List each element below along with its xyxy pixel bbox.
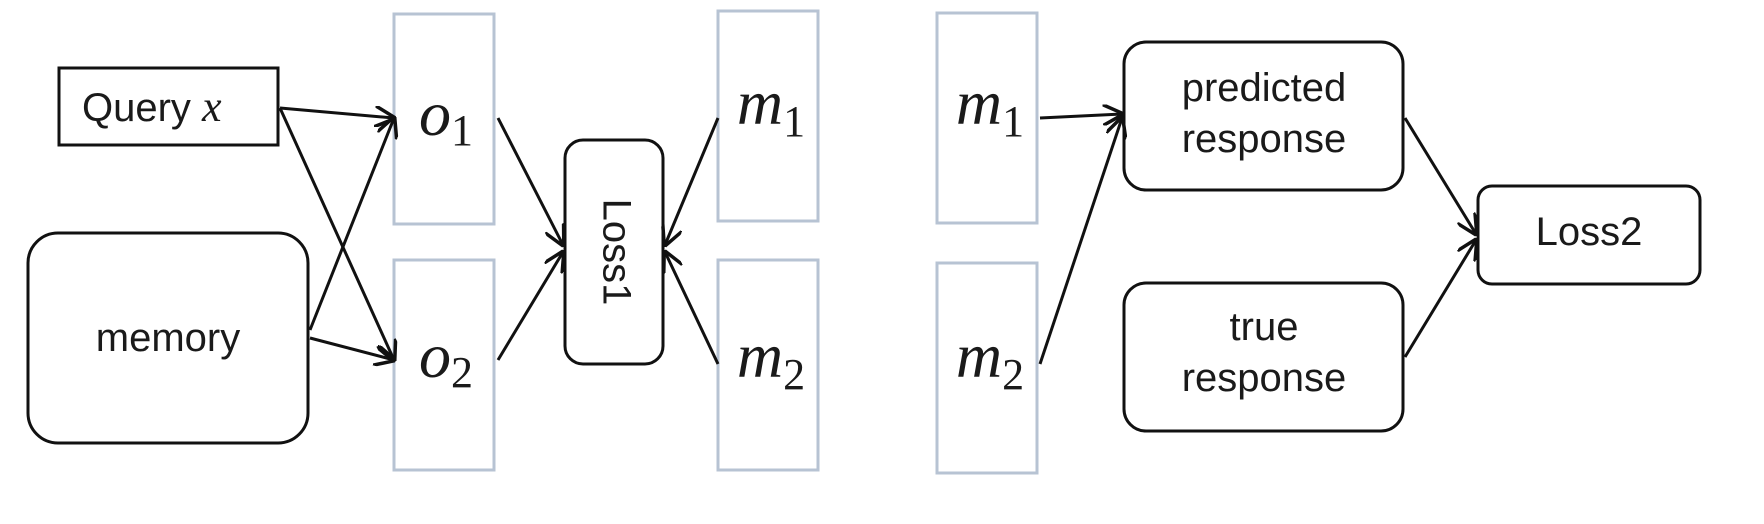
m1-left-base: m: [737, 67, 783, 138]
o1-vector-box: [392, 12, 496, 226]
o2-sub: 2: [451, 348, 473, 397]
o1-sub: 1: [451, 106, 473, 155]
edge-query-to-o1: [279, 108, 394, 118]
predicted-line2: response: [1182, 117, 1347, 161]
edge-m1-right-to-predicted: [1039, 114, 1122, 118]
loss2-label: Loss2: [1536, 210, 1643, 254]
query-word: Query: [82, 86, 202, 130]
o2-vector-box: [392, 258, 496, 472]
edge-m2-left-to-loss1: [665, 252, 720, 365]
edge-o2-to-loss1: [496, 252, 563, 361]
m1-left-label: m1: [737, 67, 805, 146]
query-node: [57, 66, 280, 147]
edge-m2-right-to-predicted: [1038, 118, 1122, 365]
m2-left-vector-box: [716, 258, 820, 472]
m1-right-label: m1: [956, 67, 1024, 146]
m2-right-label: m2: [956, 320, 1024, 399]
edge-o1-to-loss1: [496, 117, 563, 245]
query-variable: x: [201, 82, 222, 131]
edge-predicted-to-loss2: [1403, 117, 1476, 234]
predicted-line1: predicted: [1182, 66, 1347, 110]
m1-right-base: m: [956, 67, 1002, 138]
o1-base: o: [419, 78, 451, 149]
loss1-label: Loss1: [594, 199, 638, 306]
edge-query-to-o2: [278, 107, 394, 360]
query-label: Query x: [82, 82, 222, 131]
m2-left-base: m: [737, 320, 783, 391]
memory-node: [26, 231, 310, 445]
m1-right-vector-box: [935, 11, 1039, 225]
m2-left-label: m2: [737, 320, 805, 399]
true-line2: response: [1182, 356, 1347, 400]
edge-m1-left-to-loss1: [665, 117, 720, 245]
o1-label: o1: [419, 78, 473, 155]
memory-label: memory: [96, 316, 240, 360]
true-response-node: [1122, 281, 1405, 433]
o2-base: o: [419, 320, 451, 391]
edge-memory-to-o2: [309, 336, 394, 360]
o2-label: o2: [419, 320, 473, 397]
edge-memory-to-o1: [308, 118, 394, 331]
m2-left-sub: 2: [783, 350, 805, 399]
m1-right-sub: 1: [1002, 97, 1024, 146]
m2-right-vector-box: [935, 261, 1039, 475]
predicted-response-node: [1122, 40, 1405, 192]
m1-left-vector-box: [716, 9, 820, 223]
true-line1: true: [1230, 305, 1299, 349]
edge-true-to-loss2: [1403, 240, 1476, 358]
m2-right-base: m: [956, 320, 1002, 391]
m2-right-sub: 2: [1002, 350, 1024, 399]
m1-left-sub: 1: [783, 97, 805, 146]
